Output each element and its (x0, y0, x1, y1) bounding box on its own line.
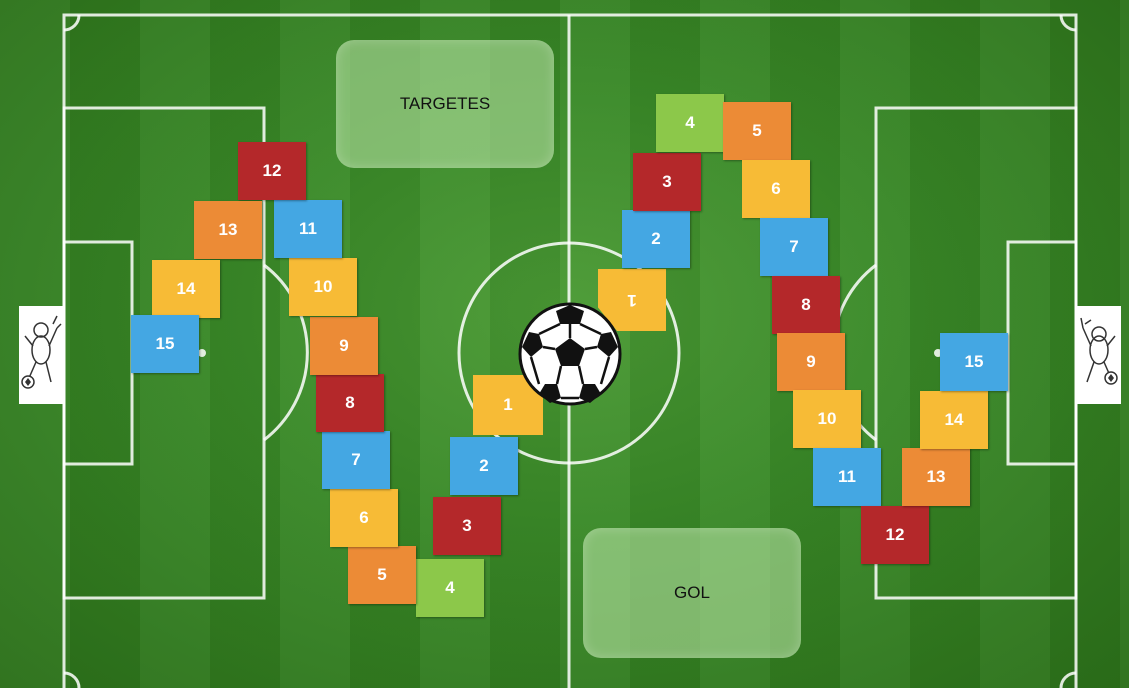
targetes-panel[interactable]: TARGETES (336, 40, 554, 168)
square-number: 6 (771, 179, 780, 199)
square-number: 2 (651, 229, 660, 249)
right-square-12[interactable]: 12 (861, 506, 929, 564)
left-square-12[interactable]: 12 (238, 142, 306, 200)
square-number: 15 (965, 352, 984, 372)
square-number: 3 (462, 516, 471, 536)
square-number: 8 (801, 295, 810, 315)
square-number: 15 (156, 334, 175, 354)
square-number: 9 (806, 352, 815, 372)
square-number: 13 (219, 220, 238, 240)
square-number: 5 (752, 121, 761, 141)
left-square-7[interactable]: 7 (322, 431, 390, 489)
square-number: 7 (351, 450, 360, 470)
square-number: 1 (627, 290, 636, 310)
targetes-label: TARGETES (400, 94, 490, 114)
square-number: 2 (479, 456, 488, 476)
right-square-6[interactable]: 6 (742, 160, 810, 218)
square-number: 4 (685, 113, 694, 133)
gol-label: GOL (674, 583, 710, 603)
square-number: 12 (886, 525, 905, 545)
right-square-11[interactable]: 11 (813, 448, 881, 506)
square-number: 14 (945, 410, 964, 430)
right-square-2[interactable]: 2 (622, 210, 690, 268)
square-number: 10 (818, 409, 837, 429)
left-square-8[interactable]: 8 (316, 374, 384, 432)
square-number: 7 (789, 237, 798, 257)
goalkeeper-icon (19, 306, 63, 404)
square-number: 3 (662, 172, 671, 192)
left-square-5[interactable]: 5 (348, 546, 416, 604)
right-square-9[interactable]: 9 (777, 333, 845, 391)
left-square-4[interactable]: 4 (416, 559, 484, 617)
right-square-5[interactable]: 5 (723, 102, 791, 160)
square-number: 8 (345, 393, 354, 413)
square-number: 10 (314, 277, 333, 297)
right-square-7[interactable]: 7 (760, 218, 828, 276)
square-number: 11 (299, 219, 317, 239)
right-square-15[interactable]: 15 (940, 333, 1008, 391)
square-number: 1 (503, 395, 512, 415)
square-number: 14 (177, 279, 196, 299)
left-square-14[interactable]: 14 (152, 260, 220, 318)
square-number: 9 (339, 336, 348, 356)
left-square-11[interactable]: 11 (274, 200, 342, 258)
right-square-14[interactable]: 14 (920, 391, 988, 449)
square-number: 6 (359, 508, 368, 528)
gol-panel[interactable]: GOL (583, 528, 801, 658)
left-goalkeeper (19, 306, 63, 404)
right-square-8[interactable]: 8 (772, 276, 840, 334)
square-number: 12 (263, 161, 282, 181)
left-square-13[interactable]: 13 (194, 201, 262, 259)
left-square-3[interactable]: 3 (433, 497, 501, 555)
square-number: 5 (377, 565, 386, 585)
left-square-6[interactable]: 6 (330, 489, 398, 547)
left-square-9[interactable]: 9 (310, 317, 378, 375)
left-square-15[interactable]: 15 (131, 315, 199, 373)
right-square-10[interactable]: 10 (793, 390, 861, 448)
square-number: 13 (927, 467, 946, 487)
goalkeeper-icon (1077, 306, 1121, 404)
right-square-13[interactable]: 13 (902, 448, 970, 506)
right-goalkeeper (1077, 306, 1121, 404)
square-number: 11 (838, 467, 856, 487)
right-square-3[interactable]: 3 (633, 153, 701, 211)
left-square-2[interactable]: 2 (450, 437, 518, 495)
right-square-4[interactable]: 4 (656, 94, 724, 152)
left-square-10[interactable]: 10 (289, 258, 357, 316)
square-number: 4 (445, 578, 454, 598)
soccer-ball-icon (517, 302, 623, 406)
